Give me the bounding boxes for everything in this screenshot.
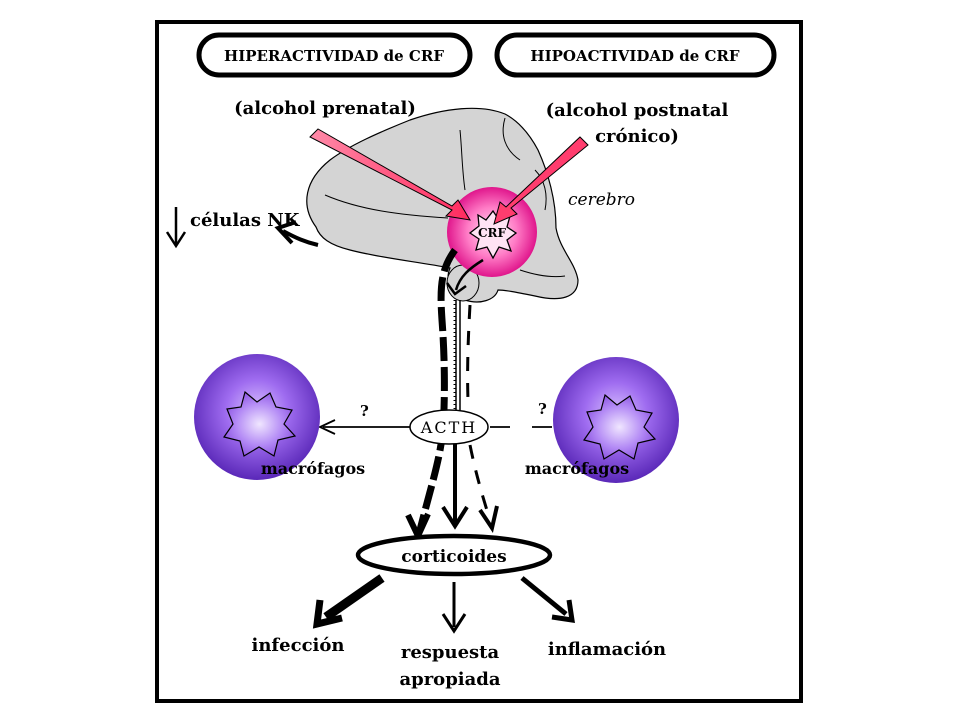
response-label-line2: apropiada bbox=[399, 669, 500, 690]
hypo-pathway-dashed bbox=[466, 304, 499, 533]
response-label-line1: respuesta bbox=[401, 642, 500, 663]
crf-node: CRF bbox=[447, 187, 537, 277]
central-pathway bbox=[441, 258, 484, 530]
left-macrophage bbox=[194, 354, 320, 480]
nk-down-arrow bbox=[165, 207, 187, 249]
hypoactivity-pill: HIPOACTIVIDAD de CRF bbox=[494, 32, 777, 78]
left-macrophage-label: macrófagos bbox=[261, 459, 365, 478]
right-question-mark: ? bbox=[538, 400, 547, 418]
inflammation-label: inflamación bbox=[548, 639, 666, 660]
acth-to-left-macrophage-arrow bbox=[317, 419, 410, 435]
hypoactivity-label: HIPOACTIVIDAD de CRF bbox=[530, 47, 739, 65]
prenatal-arrow bbox=[309, 128, 471, 221]
acth-label: ACTH bbox=[420, 418, 477, 437]
brain-label: cerebro bbox=[568, 190, 635, 210]
response-arrow bbox=[441, 582, 467, 634]
corticoids-label: corticoides bbox=[401, 547, 506, 567]
postnatal-arrow bbox=[493, 136, 589, 225]
left-question-mark: ? bbox=[360, 402, 369, 420]
brain-to-nk-arrow bbox=[274, 220, 319, 247]
right-macrophage-label: macrófagos bbox=[525, 459, 629, 478]
right-macrophage bbox=[553, 357, 679, 483]
nk-cells-label: células NK bbox=[190, 210, 301, 231]
crf-label: CRF bbox=[478, 226, 507, 240]
postnatal-alcohol-label-line1: (alcohol postnatal bbox=[546, 100, 729, 121]
hyperactivity-pill: HIPERACTIVIDAD de CRF bbox=[196, 32, 473, 78]
postnatal-alcohol-label-line2: crónico) bbox=[595, 126, 679, 147]
inflammation-arrow bbox=[520, 576, 575, 623]
prenatal-alcohol-label: (alcohol prenatal) bbox=[234, 98, 416, 119]
hyper-pathway-dashed bbox=[405, 247, 458, 544]
corticoids-node: corticoides bbox=[355, 533, 553, 577]
hyperactivity-label: HIPERACTIVIDAD de CRF bbox=[224, 47, 444, 65]
infection-label: infección bbox=[252, 635, 345, 656]
diagram-frame bbox=[155, 20, 803, 703]
infection-arrow bbox=[312, 574, 385, 629]
acth-node: ACTH bbox=[409, 409, 489, 445]
